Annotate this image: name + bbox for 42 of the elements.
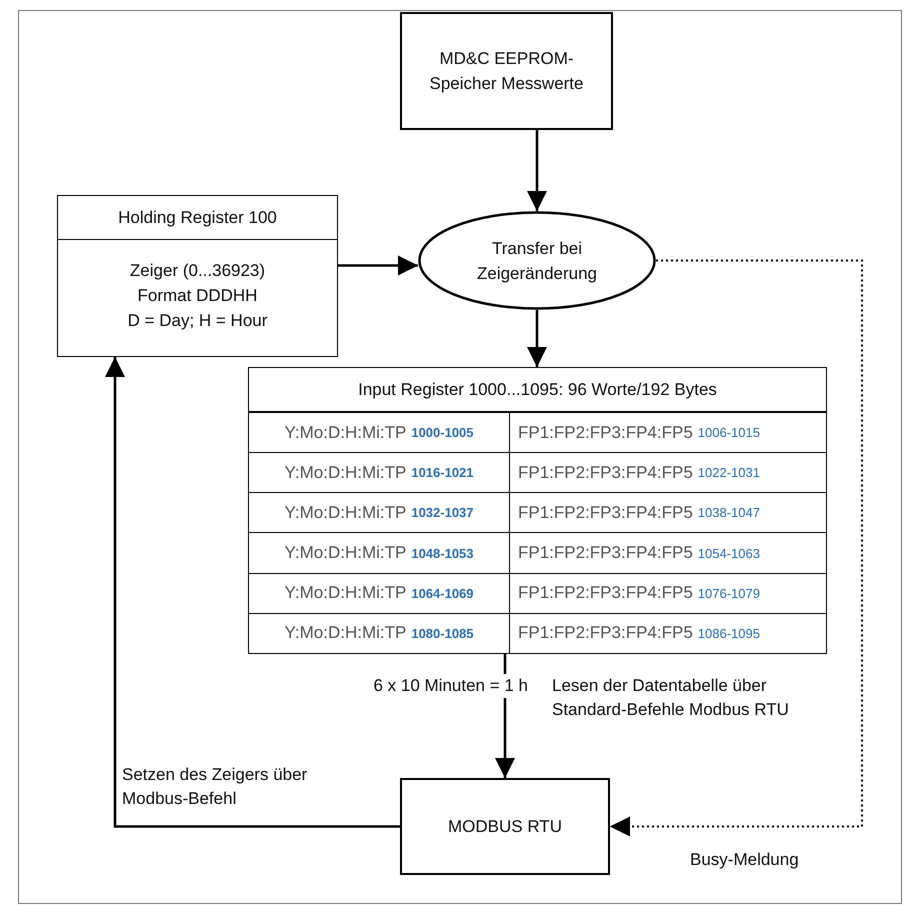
register-range: 1048-1053	[411, 546, 474, 561]
field-name: FP1:FP2:FP3:FP4:FP5	[518, 583, 693, 604]
register-description: Format DDDHH	[138, 284, 258, 306]
timestamp-field: Y:Mo:D:H:Mi:TP	[284, 502, 406, 523]
field-name: FP1:FP2:FP3:FP4:FP5	[518, 623, 693, 644]
node-text: MD&C EEPROM-Speicher Messwerte	[428, 48, 584, 95]
field-name: FP1:FP2:FP3:FP4:FP5	[518, 502, 693, 523]
register-table	[248, 367, 827, 654]
field-name: FP1:FP2:FP3:FP4:FP5	[518, 462, 693, 483]
process-box	[400, 778, 610, 875]
arrow	[338, 256, 418, 276]
dotted-arrow	[610, 260, 863, 836]
register-range: 1064-1069	[411, 586, 474, 601]
register-range: 1016-1021	[411, 465, 474, 480]
table-header: Input Register 1000...1095: 96 Worte/192 Bytes	[358, 379, 717, 401]
field-name: FP1:FP2:FP3:FP4:FP5	[518, 543, 693, 564]
arrow	[495, 654, 515, 778]
arrow	[527, 310, 547, 367]
arrow	[105, 357, 400, 828]
register-range: 1006-1015	[698, 425, 760, 440]
timestamp-field: Y:Mo:D:H:Mi:TP	[284, 422, 406, 443]
timestamp-field: Y:Mo:D:H:Mi:TP	[284, 543, 406, 564]
register-range: 1022-1031	[698, 465, 760, 480]
register-range: 1032-1037	[411, 505, 474, 520]
register-range: 1080-1085	[411, 626, 474, 641]
process-box	[57, 195, 338, 357]
register-range: 1038-1047	[698, 505, 760, 520]
timestamp-field: Y:Mo:D:H:Mi:TP	[284, 583, 406, 604]
node-text: MODBUS RTU	[448, 816, 562, 838]
node-text: Transfer bei Zeigeränderung	[476, 238, 598, 284]
register-description: Zeiger (0...36923)	[130, 260, 266, 282]
register-range: 1086-1095	[698, 626, 760, 641]
register-range: 1054-1063	[698, 546, 760, 561]
timestamp-field: Y:Mo:D:H:Mi:TP	[284, 623, 406, 644]
timestamp-field: Y:Mo:D:H:Mi:TP	[284, 462, 406, 483]
register-description: D = Day; H = Hour	[128, 310, 268, 332]
arrow	[527, 130, 547, 211]
register-range: 1076-1079	[698, 586, 760, 601]
register-range: 1000-1005	[411, 425, 474, 440]
process-box	[400, 12, 613, 130]
field-name: FP1:FP2:FP3:FP4:FP5	[518, 422, 693, 443]
register-title: Holding Register 100	[118, 207, 277, 229]
